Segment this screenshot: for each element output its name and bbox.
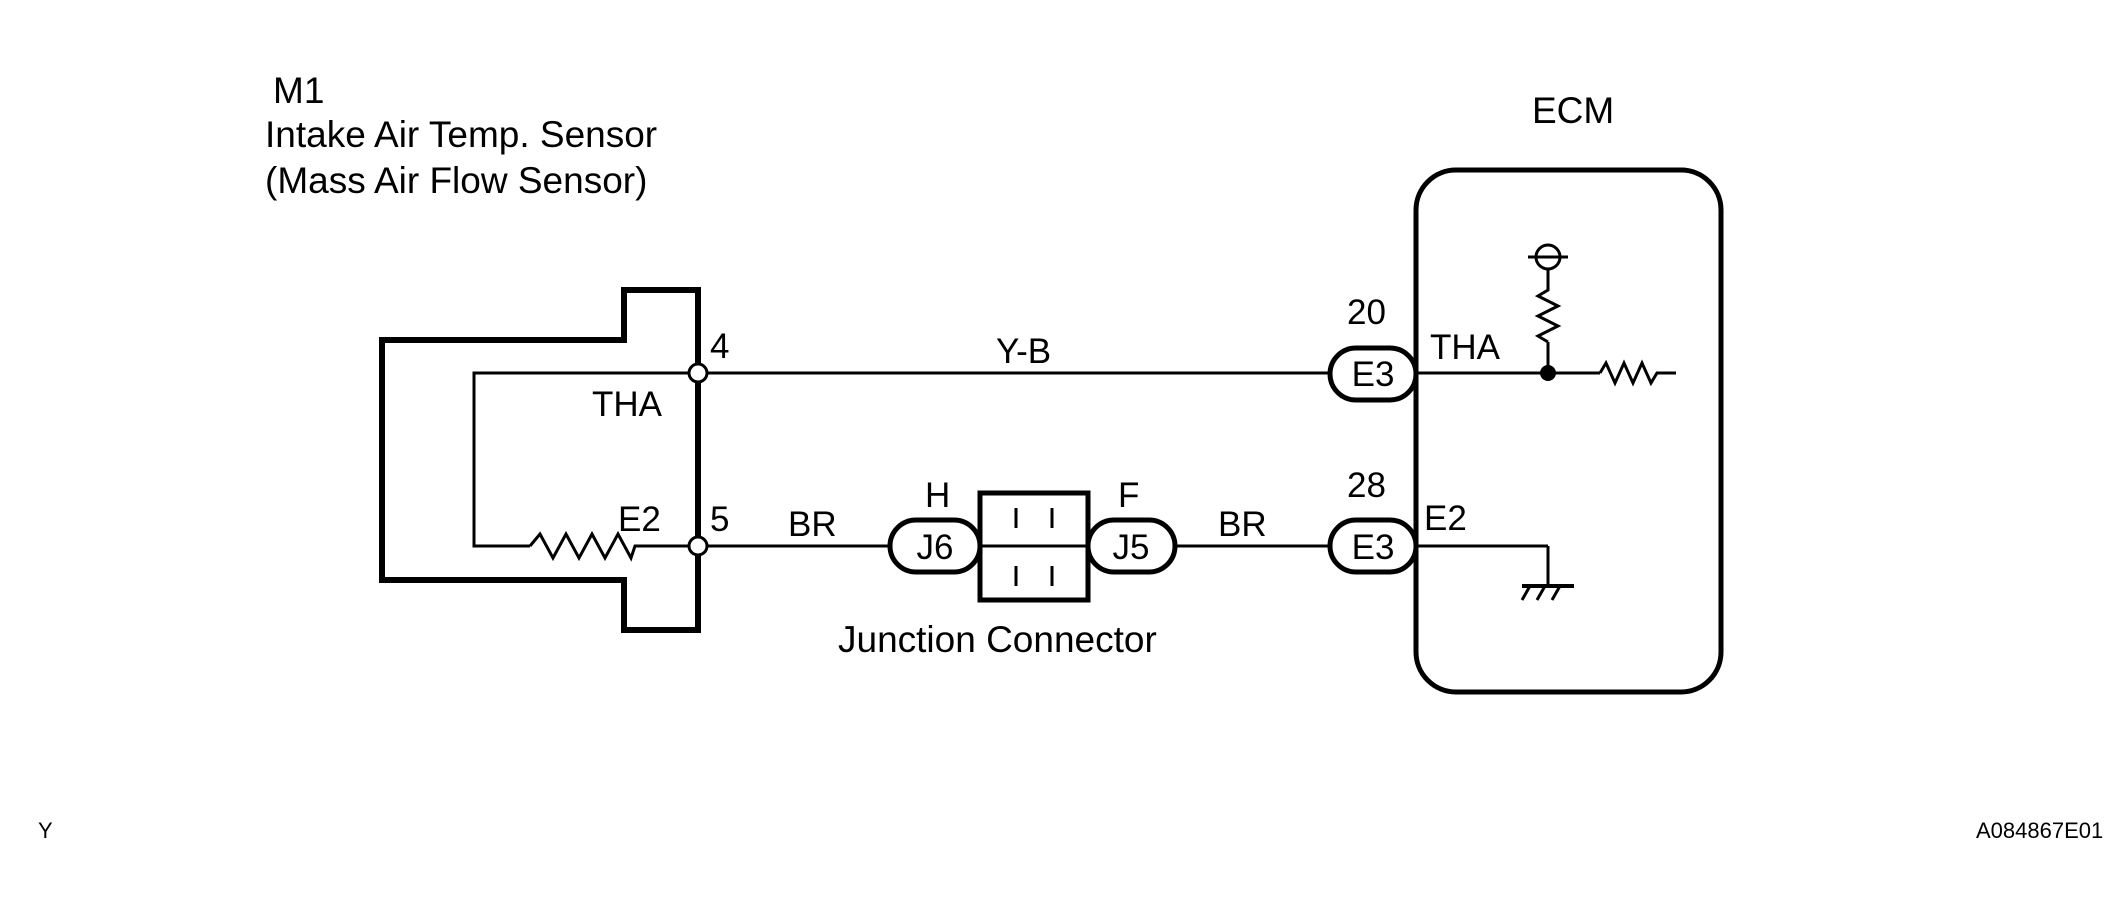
footer-left-code: Y [38,818,53,843]
sensor-housing [379,287,701,633]
ecm-connector-tha-label: E3 [1352,355,1395,394]
wire-e2-right-color: BR [1218,505,1267,544]
figure-id: A084867E01 [1976,818,2103,843]
sensor-subname: (Mass Air Flow Sensor) [265,160,647,201]
ecm-terminal-tha-label: THA [1430,328,1501,367]
junction-left-pin: H [925,476,950,515]
wire-e2-left-color: BR [788,505,837,544]
sensor-terminal-tha-label: THA [592,385,663,424]
sensor-pin-e2: 5 [710,500,729,539]
junction-label: Junction Connector [838,619,1157,660]
ecm-ground-hatch [1550,585,1562,601]
ecm-ground-hatch [1520,585,1532,601]
junction-connector-j5 [1085,517,1178,575]
junction-connector-j5-label: J5 [1113,528,1150,567]
ecm-connector-e2-label: E3 [1352,528,1395,567]
junction-right-pin: F [1118,476,1139,515]
sensor-terminal-tha [687,362,709,384]
ecm-input-resistor [1598,359,1676,387]
sensor-internal-wire [472,371,698,548]
ecm-box [1413,167,1724,695]
ecm-pin-tha: 20 [1347,293,1386,332]
ecm-ground-hatch [1535,585,1547,601]
junction-connector-j6-label: J6 [917,528,954,567]
sensor-name: Intake Air Temp. Sensor [265,114,657,155]
ecm-title: ECM [1532,90,1614,131]
sensor-terminal-e2 [687,535,709,557]
wire-tha-color: Y-B [996,332,1051,371]
ecm-pin-e2: 28 [1347,466,1386,505]
sensor-terminal-e2-label: E2 [618,500,661,539]
sensor-pin-tha: 4 [710,327,729,366]
ecm-terminal-e2-label: E2 [1424,499,1467,538]
sensor-thermistor-resistor [528,530,698,562]
sensor-code: M1 [273,70,324,111]
ecm-pullup-resistor [1534,270,1562,344]
